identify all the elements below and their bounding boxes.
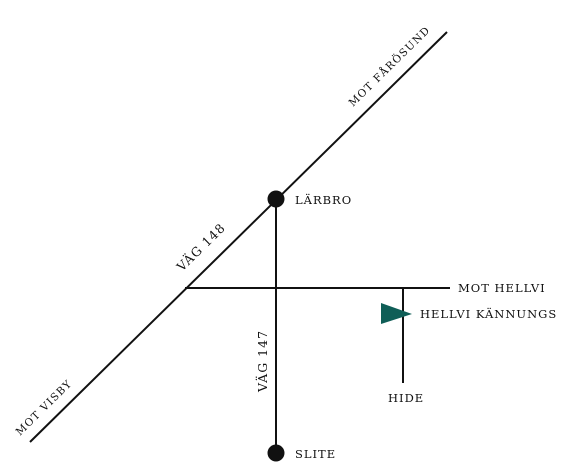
label-slite: SLITE [295, 447, 336, 461]
label-mot-farosund: MOT FÅRÖSUND [345, 23, 433, 109]
label-larbro: LÄRBRO [295, 193, 352, 207]
label-hellvi-kannungs: HELLVI KÄNNUNGS [420, 307, 557, 321]
label-vag-148: VÄG 148 [172, 219, 228, 275]
label-vag-147: VÄG 147 [254, 330, 270, 393]
label-hide: HIDE [388, 391, 424, 405]
larbro-marker [267, 190, 285, 208]
slite-marker [267, 444, 285, 462]
road-vag-148 [29, 31, 448, 443]
label-mot-hellvi: MOT HELLVI [458, 281, 546, 295]
flag-pennant-icon [381, 303, 412, 324]
